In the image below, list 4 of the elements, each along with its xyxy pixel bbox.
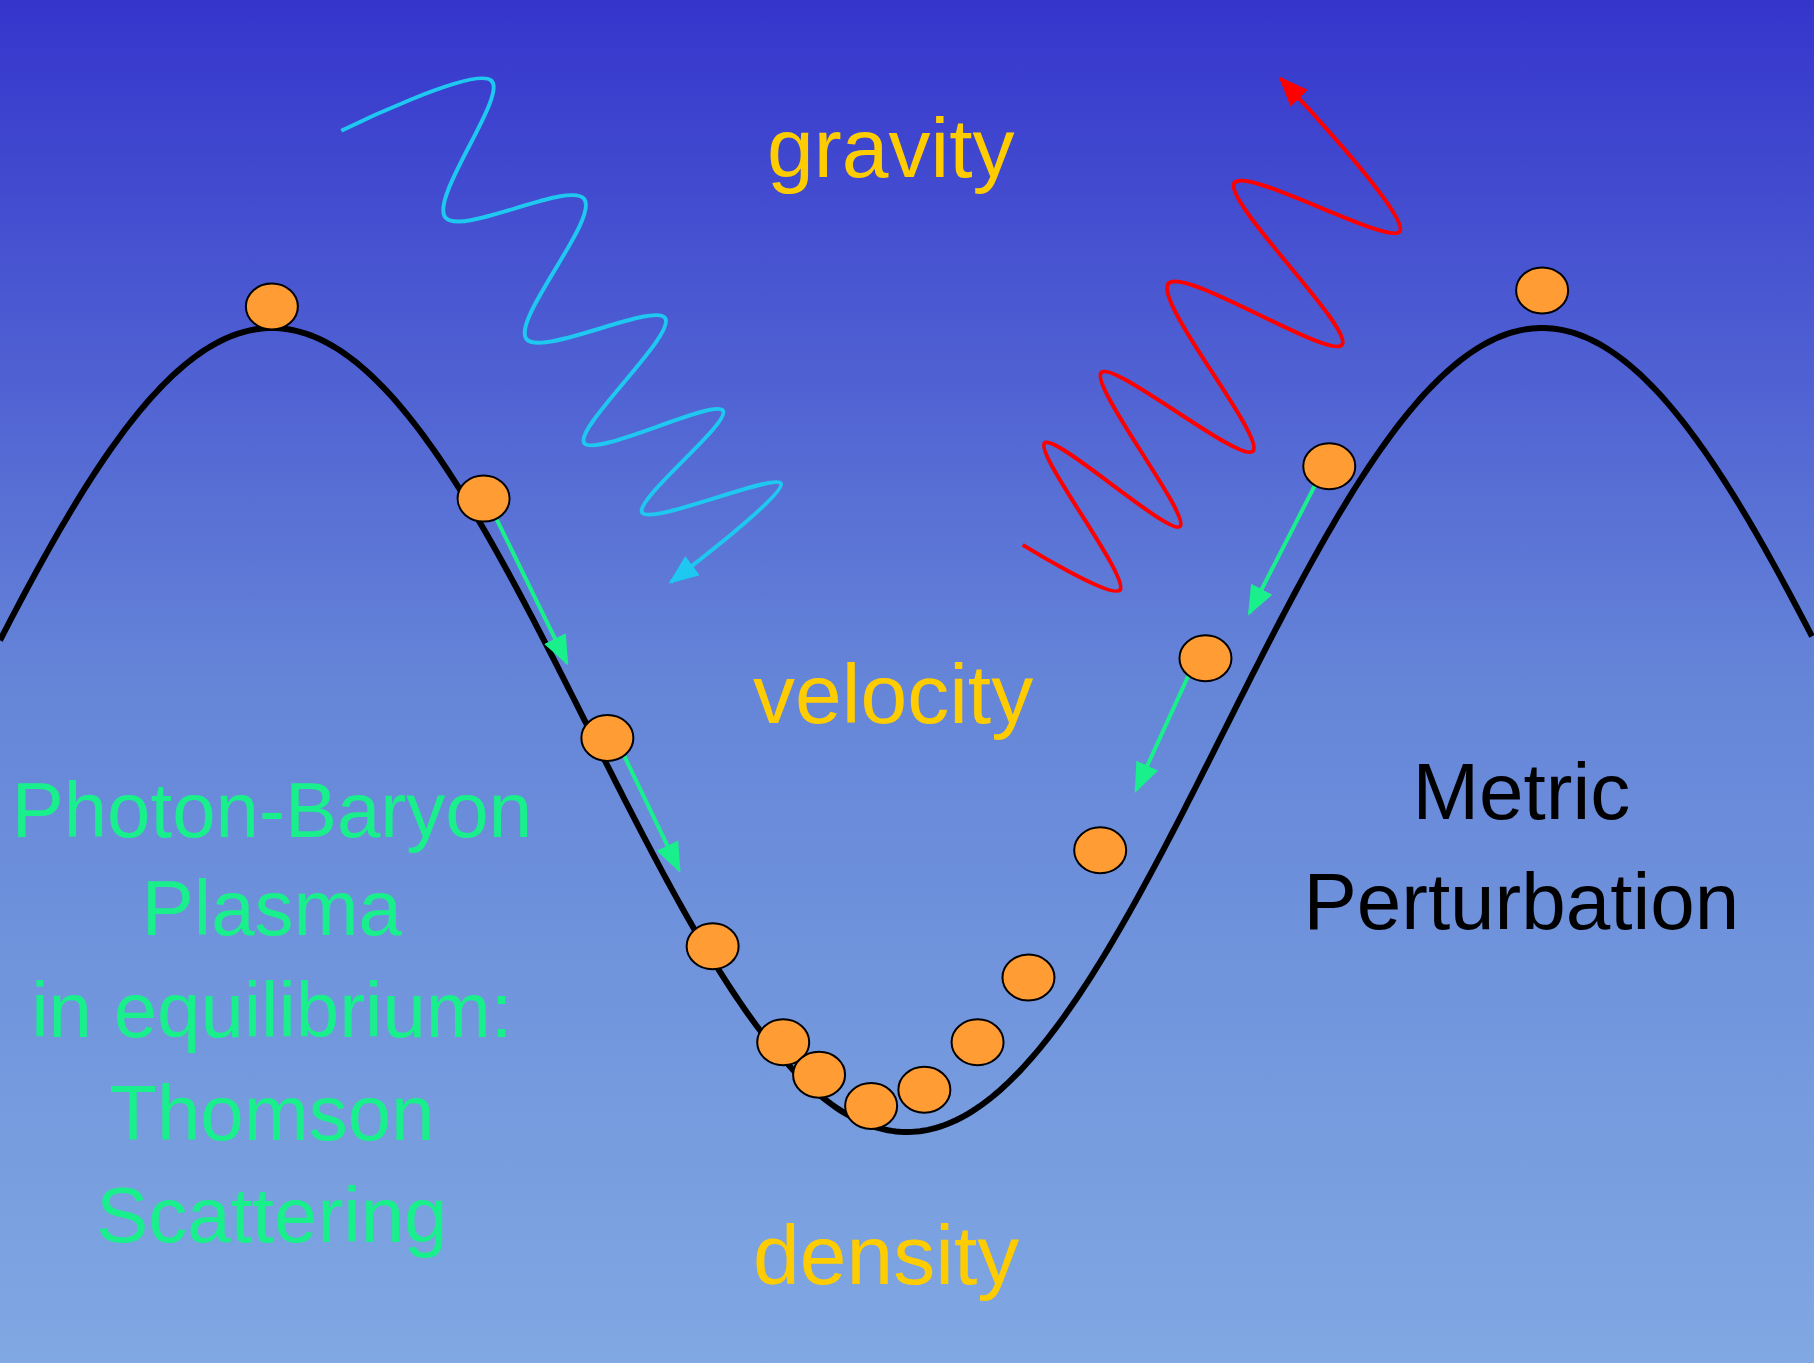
plasma-description: Thomson: [109, 1073, 435, 1152]
plasma-description: Plasma: [141, 869, 402, 948]
perturbation-label: Metric: [1412, 752, 1631, 833]
perturbation-label: Perturbation: [1303, 862, 1740, 943]
